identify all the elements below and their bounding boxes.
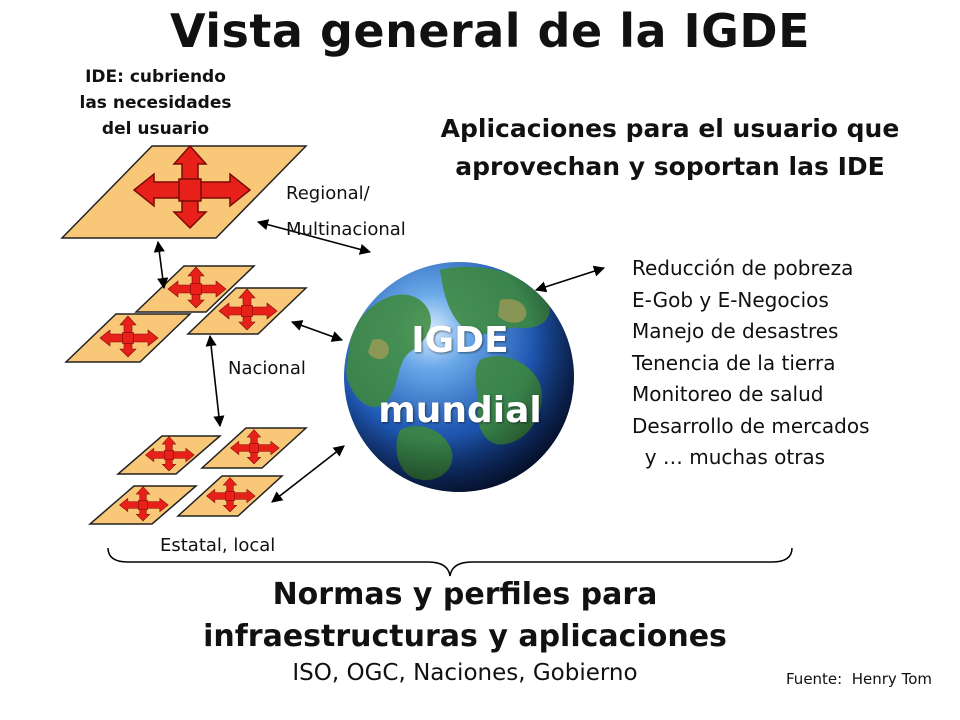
local-arrows-icon (119, 486, 169, 522)
norms-heading-line: infraestructuras y aplicaciones (203, 619, 727, 654)
applications-heading-line: Aplicaciones para el usuario que (440, 114, 900, 143)
globe-icon (344, 262, 574, 492)
norms-heading-line: Normas y perfiles para (272, 577, 658, 612)
national-arrows-icon (99, 315, 159, 358)
applications-heading-line: aprovechan y soportan las IDE (455, 152, 885, 181)
local-arrows-icon (230, 429, 280, 465)
left-heading-line: del usuario (101, 119, 210, 139)
local-arrows-icon (145, 436, 195, 472)
norms-heading: Normas y perfiles para infraestructuras … (140, 574, 790, 658)
level-label-estatal: Estatal, local (160, 535, 276, 556)
list-item: Monitoreo de salud (632, 382, 824, 406)
globe-label-line: IGDE (411, 320, 509, 361)
national-arrows-icon (167, 266, 227, 309)
left-heading-line: IDE: cubriendo (85, 67, 226, 87)
globe-label-line: mundial (378, 390, 542, 431)
list-item: Tenencia de la tierra (632, 350, 836, 375)
regional-tile (60, 144, 308, 239)
globe-label: IGDE mundial (345, 306, 575, 446)
list-item: Reducción de pobreza (632, 256, 854, 280)
level-label-line: Multinacional (286, 219, 406, 240)
applications-heading: Aplicaciones para el usuario que aprovec… (400, 110, 940, 186)
level-label-regional: Regional/ Multinacional (286, 176, 406, 248)
level-label-nacional: Nacional (228, 358, 306, 379)
page-title: Vista general de la IGDE (169, 4, 810, 58)
norms-subtitle: ISO, OGC, Naciones, Gobierno (292, 660, 638, 686)
regional-arrows-icon (132, 144, 252, 230)
left-heading-line: las necesidades (79, 93, 232, 113)
national-tiles (64, 265, 308, 363)
local-tiles (87, 427, 308, 525)
list-item: Desarrollo de mercados (632, 413, 870, 438)
left-heading: IDE: cubriendo las necesidades del usuar… (48, 64, 263, 142)
level-label-line: Regional/ (286, 183, 370, 204)
connector-arrows (153, 219, 606, 503)
source-credit: Fuente: Henry Tom (786, 670, 932, 688)
list-item: Manejo de desastres (632, 319, 839, 343)
national-arrows-icon (218, 288, 278, 331)
local-arrows-icon (206, 477, 256, 513)
curly-brace (107, 547, 793, 577)
applications-list: Reducción de pobreza E-Gob y E-Negocios … (632, 253, 870, 474)
list-item: y … muchas otras (632, 445, 826, 469)
list-item: E-Gob y E-Negocios (632, 287, 829, 312)
